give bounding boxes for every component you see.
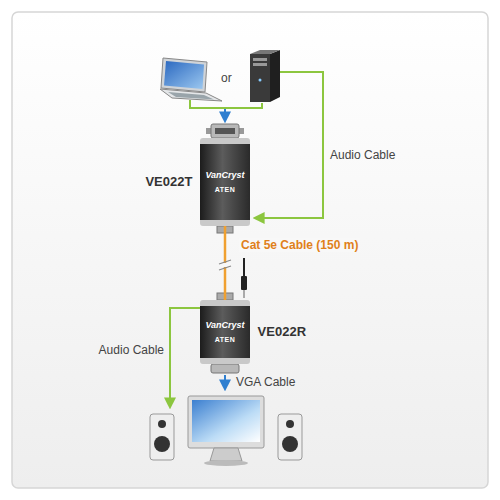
- cable-note: Audio Cable: [99, 343, 164, 357]
- tower-side: [270, 50, 280, 102]
- maker-logo: ATEN: [215, 185, 236, 194]
- laptop-icon: [160, 58, 222, 101]
- extender-unit: VanCrystATENVE022T: [200, 138, 249, 226]
- plug-shell: [211, 364, 239, 373]
- monitor-frame: [188, 396, 264, 448]
- audio-plug: [241, 258, 247, 298]
- plug-tip: [243, 290, 245, 298]
- screw: [206, 128, 211, 134]
- laptop-keyboard: [168, 92, 214, 100]
- woofer: [154, 436, 170, 452]
- plug-pins: [215, 128, 235, 134]
- monitor-stand: [210, 448, 242, 461]
- cable-note: VGA Cable: [236, 375, 295, 389]
- break-mark: [219, 260, 231, 264]
- monitor-icon: [188, 396, 264, 466]
- power-light: [259, 79, 262, 82]
- woofer: [282, 436, 298, 452]
- drive-bay: [253, 63, 267, 66]
- drive-bay: [253, 58, 267, 61]
- monitor-screen: [192, 400, 260, 442]
- plug-cord: [243, 258, 245, 276]
- audio-cable-line: [255, 72, 323, 218]
- model-label: VE022T: [145, 174, 192, 190]
- extender-unit: VanCrystATENVE022R: [200, 300, 249, 364]
- model-label: VE022R: [258, 324, 306, 340]
- tweeter: [158, 420, 166, 428]
- laptop-lid: [161, 58, 207, 92]
- maker-logo: ATEN: [215, 335, 236, 344]
- screw: [239, 128, 244, 134]
- tower-top: [250, 50, 280, 54]
- video-arrow: [224, 375, 226, 389]
- laptop-screen: [164, 61, 204, 89]
- cable-label: Cat 5e Cable (150 m): [239, 238, 360, 252]
- cable-break: [219, 260, 231, 270]
- tweeter: [286, 420, 294, 428]
- audio-cable-line: [170, 308, 202, 407]
- desktop-icon: [250, 50, 280, 102]
- brand-logo: VanCryst: [205, 320, 244, 331]
- monitor-base: [204, 460, 248, 466]
- cable-note: or: [221, 71, 232, 85]
- speaker-box: [150, 414, 174, 460]
- cable-note: Audio Cable: [330, 148, 395, 162]
- vga-connector: [211, 364, 239, 373]
- speaker-icon: [278, 414, 302, 460]
- speaker-box: [278, 414, 302, 460]
- plug-shell: [211, 124, 239, 138]
- laptop-base: [160, 89, 222, 101]
- source-bracket: [190, 100, 262, 108]
- tower-front: [250, 54, 270, 102]
- dvi-connector: [206, 124, 244, 138]
- break-mark: [219, 266, 231, 270]
- plug-body: [241, 276, 247, 290]
- brand-logo: VanCryst: [205, 170, 244, 181]
- background-panel: [12, 12, 488, 488]
- speaker-icon: [150, 414, 174, 460]
- video-arrow: [224, 109, 226, 121]
